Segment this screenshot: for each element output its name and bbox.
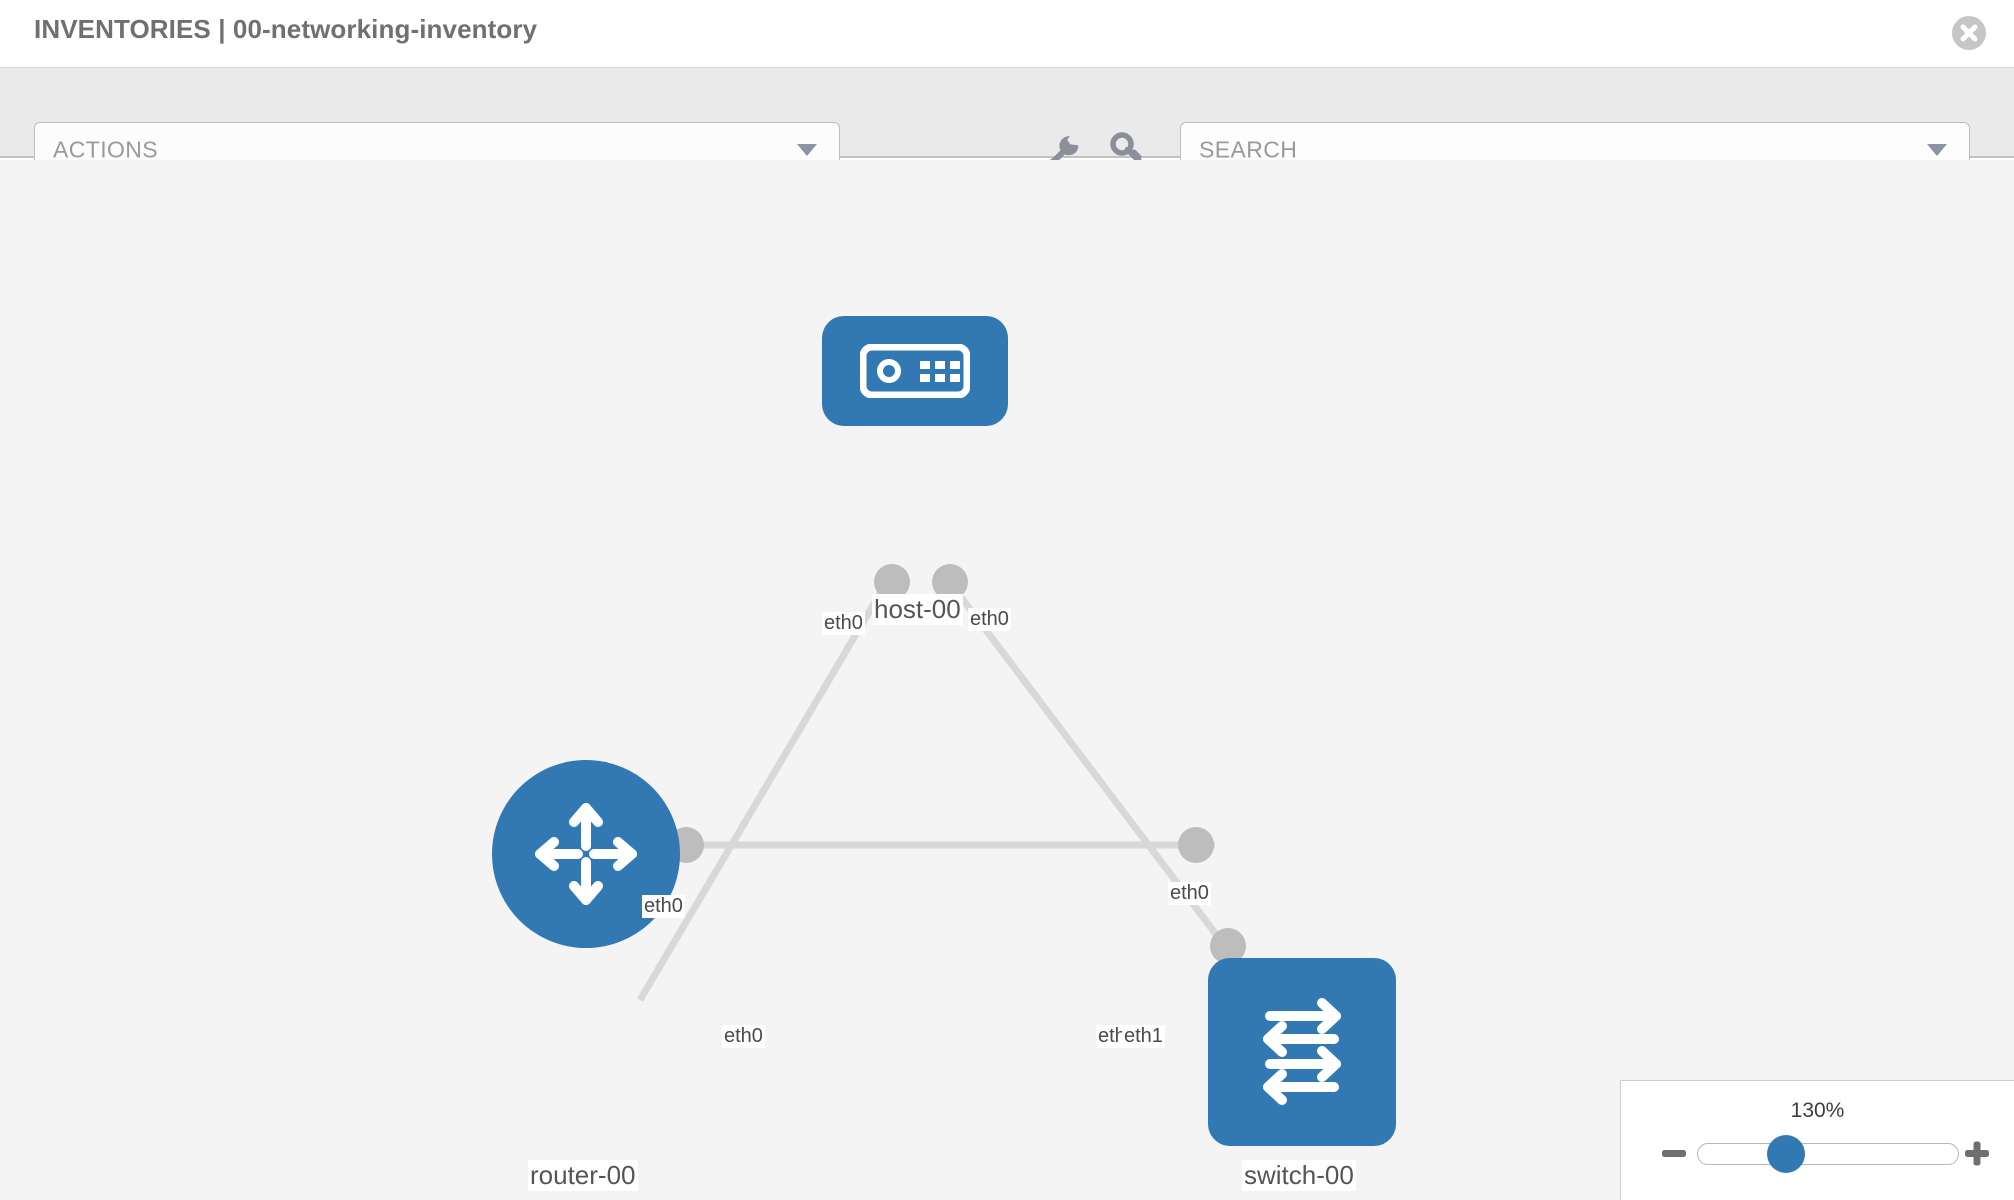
window-header: INVENTORIES | 00-networking-inventory xyxy=(0,0,2014,68)
close-icon[interactable] xyxy=(1952,16,1986,50)
search-chevron-down-icon[interactable] xyxy=(1927,144,1947,156)
page-title: INVENTORIES | 00-networking-inventory xyxy=(34,14,538,44)
connector-switch-left xyxy=(1178,827,1214,863)
iface-label-host-right: eth0 xyxy=(968,608,1011,631)
topology-links xyxy=(636,577,1246,1002)
search-placeholder: SEARCH xyxy=(1199,136,1298,163)
node-label-router-00: router-00 xyxy=(528,1160,638,1191)
zoom-slider-track[interactable] xyxy=(1697,1143,1959,1165)
node-host-00[interactable] xyxy=(822,316,1008,502)
node-switch-00[interactable] xyxy=(1208,958,1396,1146)
zoom-slider-thumb[interactable] xyxy=(1767,1135,1805,1173)
router-node-shape xyxy=(492,760,680,948)
toolbar: ACTIONS SEARCH xyxy=(0,68,2014,178)
iface-label-switch-left: eth1 xyxy=(1122,1025,1165,1048)
node-label-switch-00: switch-00 xyxy=(1242,1160,1356,1191)
switch-arrows-icon xyxy=(1263,998,1341,1105)
node-label-host-00: host-00 xyxy=(872,594,963,625)
host-node-shape xyxy=(822,316,1008,426)
node-router-00[interactable] xyxy=(492,760,680,948)
zoom-percent-label: 130% xyxy=(1790,1099,1845,1122)
server-icon xyxy=(860,344,970,398)
iface-label-router-up: eth0 xyxy=(642,895,685,918)
iface-label-switch-left-overlap: eth xyxy=(1096,1025,1128,1048)
iface-label-switch-up: eth0 xyxy=(1168,882,1211,905)
actions-dropdown-label: ACTIONS xyxy=(53,136,159,163)
switch-node-shape xyxy=(1208,958,1396,1146)
plus-icon[interactable] xyxy=(1962,1139,1992,1169)
chevron-down-icon xyxy=(797,144,817,156)
router-arrows-icon xyxy=(535,803,637,905)
iface-label-host-left: eth0 xyxy=(822,612,865,635)
minus-icon[interactable] xyxy=(1659,1139,1689,1169)
topology-canvas[interactable]: host-00 eth0 eth0 router-00 eth0 eth0 xyxy=(0,160,2014,1200)
zoom-control: 130% xyxy=(1620,1080,2014,1200)
iface-label-router-right: eth0 xyxy=(722,1025,765,1048)
